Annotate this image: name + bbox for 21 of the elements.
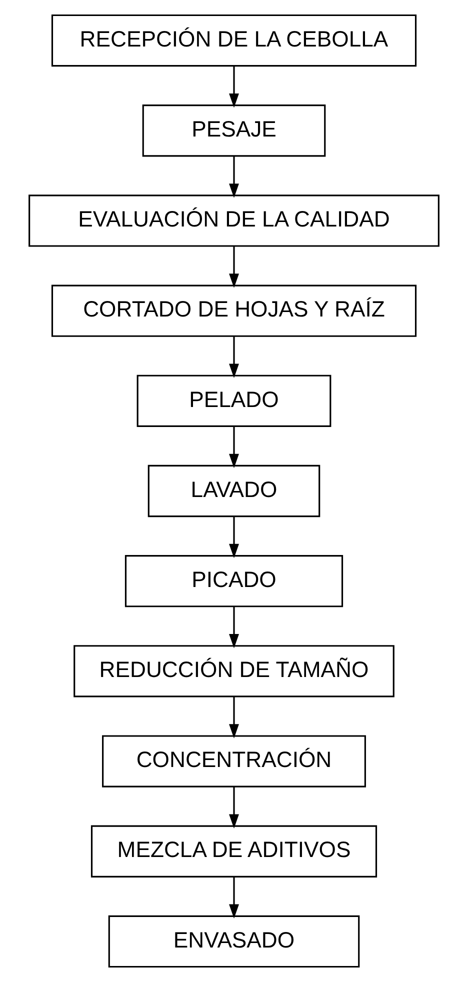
- node-box: MEZCLA DE ADITIVOS: [90, 825, 377, 878]
- node-box: PELADO: [136, 374, 331, 427]
- node-box: EVALUACIÓN DE LA CALIDAD: [28, 194, 439, 247]
- node-box: RECEPCIÓN DE LA CEBOLLA: [50, 14, 416, 67]
- arrow: [228, 876, 238, 919]
- arrow: [228, 516, 238, 558]
- arrow: [228, 606, 238, 648]
- arrow: [228, 156, 238, 198]
- arrow: [228, 246, 238, 288]
- node-box: PICADO: [124, 555, 343, 608]
- node-box: REDUCCIÓN DE TAMAÑO: [73, 645, 394, 698]
- node-box: PESAJE: [142, 104, 326, 157]
- node-box: LAVADO: [147, 464, 320, 518]
- arrow: [228, 66, 238, 108]
- node-box: CONCENTRACIÓN: [102, 735, 366, 788]
- arrow: [228, 696, 238, 738]
- arrow: [228, 336, 238, 378]
- arrow: [228, 426, 238, 468]
- node-box: ENVASADO: [108, 915, 360, 968]
- arrow: [228, 786, 238, 828]
- node-box: CORTADO DE HOJAS Y RAÍZ: [50, 284, 416, 337]
